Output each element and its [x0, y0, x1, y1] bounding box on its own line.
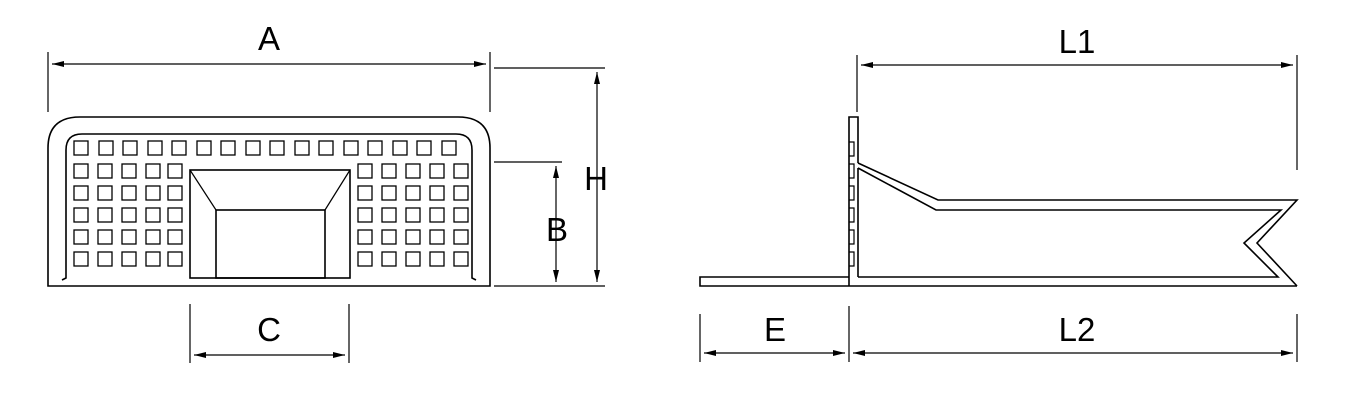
grid-cell: [381, 229, 397, 245]
grid-cell: [416, 140, 432, 156]
dimension-c: C: [189, 304, 350, 363]
grid-cell: [171, 140, 187, 156]
front-outer-outline: [47, 116, 491, 287]
grid-cell: [97, 251, 113, 267]
grid-cell: [405, 229, 421, 245]
grid-cell: [145, 185, 161, 201]
grid-cell: [98, 140, 114, 156]
grid-cell: [73, 207, 89, 223]
dimension-h: H: [494, 67, 608, 287]
front-cell-grid: [73, 140, 469, 267]
grid-cell: [357, 207, 373, 223]
side-cell-tick: [849, 141, 855, 157]
side-base-plate: [699, 276, 1297, 287]
dimension-label-c: C: [257, 311, 281, 348]
dimension-label-e: E: [764, 311, 786, 348]
grid-cell: [453, 207, 469, 223]
grid-cell: [145, 163, 161, 179]
front-inner-outline: [61, 133, 477, 281]
grid-cell: [145, 229, 161, 245]
grid-cell: [167, 207, 183, 223]
side-cell-tick: [849, 229, 855, 245]
grid-cell: [343, 140, 359, 156]
grid-cell: [73, 185, 89, 201]
grid-cell: [167, 185, 183, 201]
grid-cell: [405, 185, 421, 201]
grid-cell: [381, 207, 397, 223]
grid-cell: [122, 140, 138, 156]
grid-cell: [73, 140, 89, 156]
grid-cell: [392, 140, 408, 156]
side-upright: [848, 116, 859, 286]
grid-cell: [167, 251, 183, 267]
grid-cell: [167, 229, 183, 245]
grid-cell: [318, 140, 334, 156]
grid-cell: [429, 251, 445, 267]
grid-cell: [73, 251, 89, 267]
dimension-b: B: [494, 161, 568, 282]
grid-cell: [167, 163, 183, 179]
grid-cell: [220, 140, 236, 156]
side-cell-ticks: [849, 141, 855, 267]
dimension-label-a: A: [258, 20, 280, 57]
grid-cell: [73, 229, 89, 245]
grid-cell: [453, 229, 469, 245]
grid-cell: [97, 163, 113, 179]
grid-cell: [145, 251, 161, 267]
grid-cell: [147, 140, 163, 156]
grid-cell: [429, 229, 445, 245]
grid-cell: [97, 185, 113, 201]
grid-cell: [405, 251, 421, 267]
side-cell-tick: [849, 251, 855, 267]
side-strap-outer: [857, 162, 1299, 287]
grid-cell: [245, 140, 261, 156]
grid-cell: [429, 185, 445, 201]
dimension-label-h: H: [584, 160, 608, 197]
side-cell-tick: [849, 185, 855, 201]
grid-cell: [121, 185, 137, 201]
dimension-l2: L2: [853, 311, 1298, 362]
grid-cell: [405, 207, 421, 223]
grid-cell: [97, 229, 113, 245]
side-view: [699, 116, 1299, 287]
grid-cell: [145, 207, 161, 223]
grid-cell: [121, 251, 137, 267]
front-view: [47, 116, 491, 287]
grid-cell: [196, 140, 212, 156]
grid-cell: [405, 163, 421, 179]
grid-cell: [73, 163, 89, 179]
grid-cell: [381, 185, 397, 201]
grid-cell: [453, 251, 469, 267]
grid-cell: [441, 140, 457, 156]
dimension-l1: L1: [856, 23, 1298, 170]
grid-cell: [121, 163, 137, 179]
grid-cell: [429, 207, 445, 223]
dimension-a: A: [47, 20, 491, 112]
side-cell-tick: [849, 207, 855, 223]
dimension-label-b: B: [546, 211, 568, 248]
dimension-label-l2: L2: [1059, 311, 1096, 348]
grid-cell: [121, 229, 137, 245]
grid-cell: [429, 163, 445, 179]
grid-cell: [269, 140, 285, 156]
front-center-opening: [189, 169, 351, 279]
grid-cell: [97, 207, 113, 223]
grid-cell: [381, 251, 397, 267]
side-strap-inner: [857, 167, 1284, 278]
dimension-label-l1: L1: [1059, 23, 1096, 60]
grid-cell: [357, 185, 373, 201]
grid-cell: [357, 163, 373, 179]
grid-cell: [381, 163, 397, 179]
grid-cell: [294, 140, 310, 156]
grid-cell: [121, 207, 137, 223]
grid-cell: [357, 251, 373, 267]
side-cell-tick: [849, 163, 855, 179]
grid-cell: [367, 140, 383, 156]
grid-cell: [453, 163, 469, 179]
grid-cell: [357, 229, 373, 245]
dimension-e: E: [699, 306, 850, 362]
grid-cell: [453, 185, 469, 201]
